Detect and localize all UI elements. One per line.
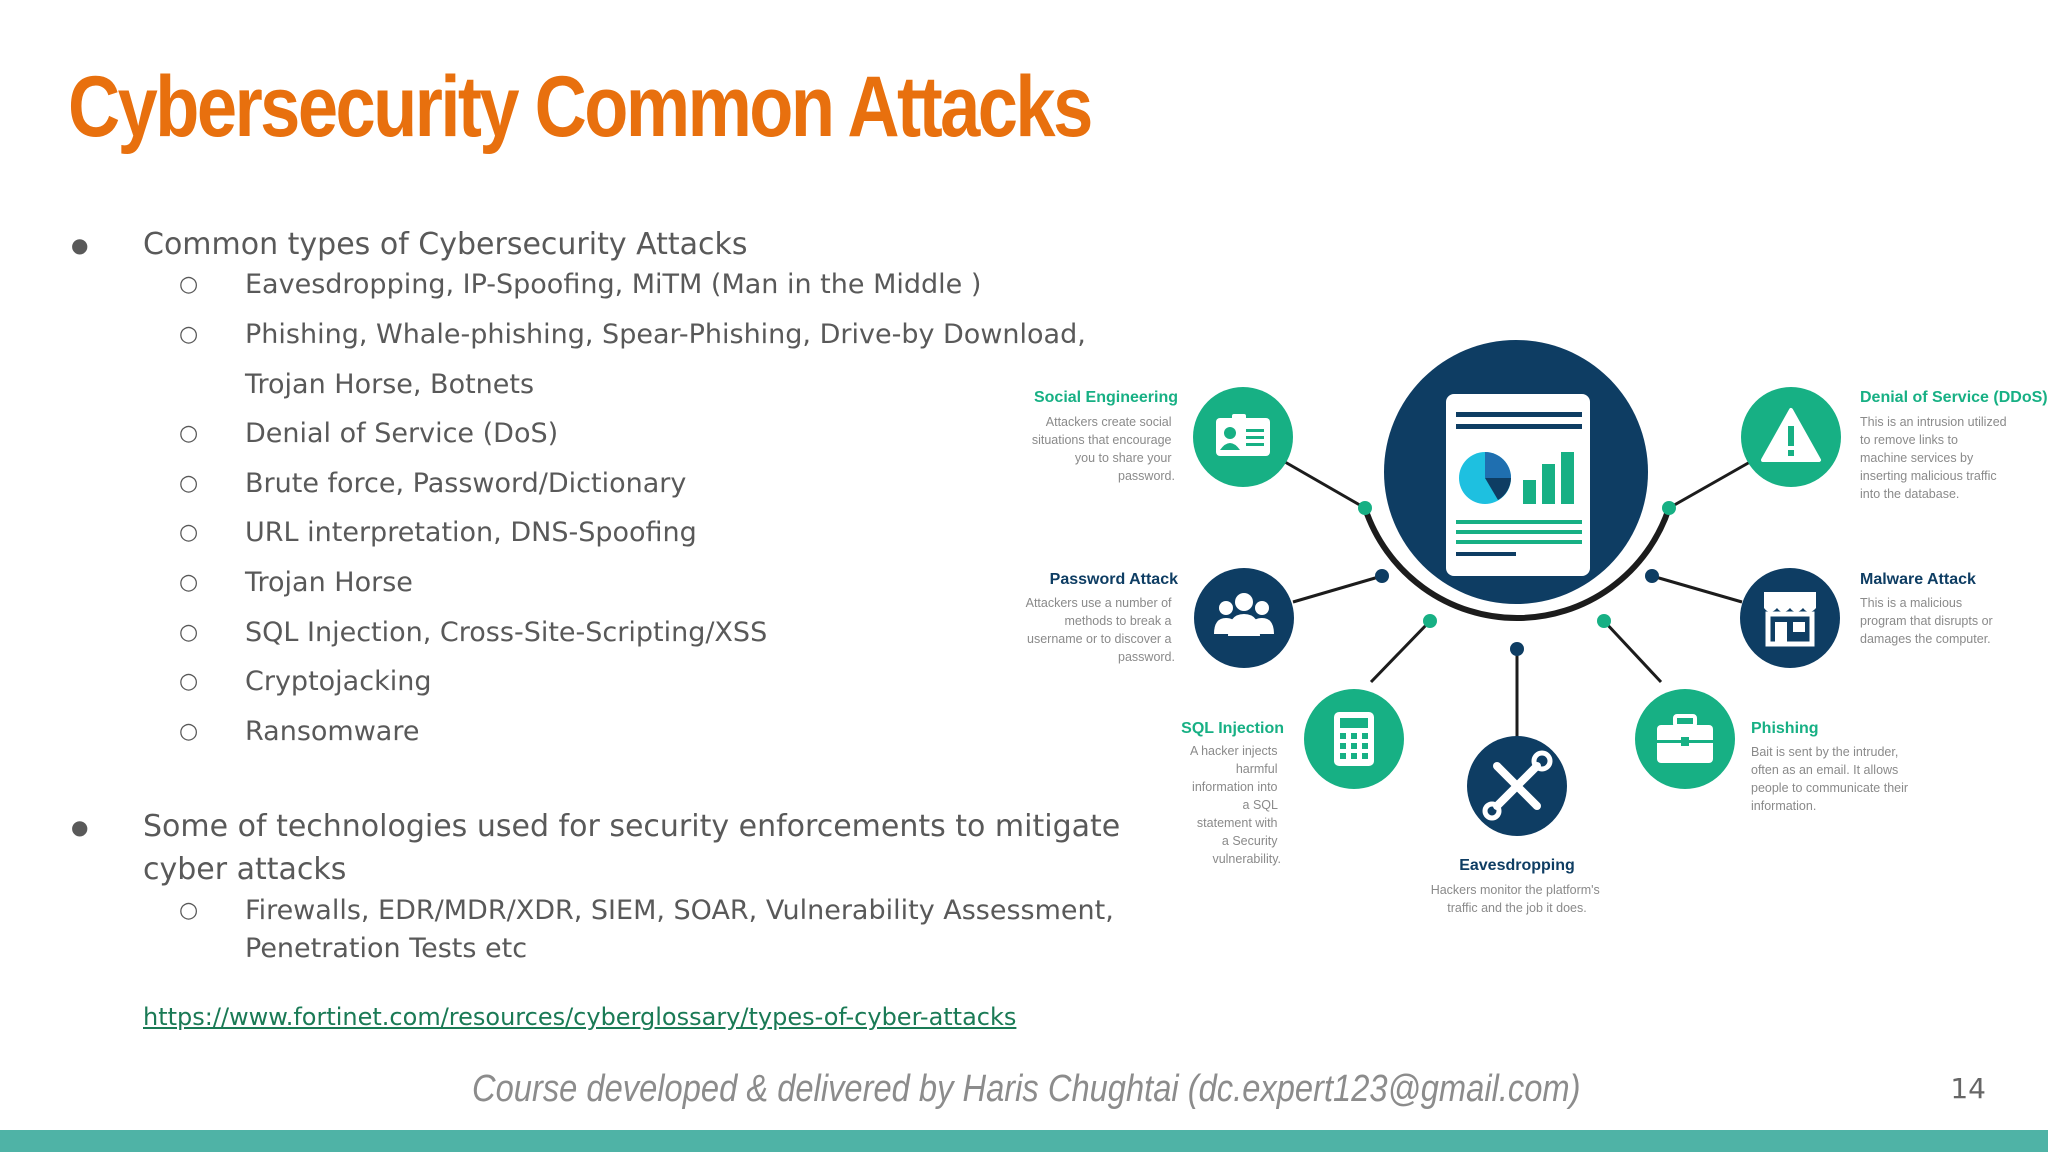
node-desc: Hackers monitor the platform's [1431, 883, 1600, 897]
footer-credit: Course developed & delivered by Haris Ch… [472, 1068, 1581, 1110]
node-desc: harmful [1236, 762, 1278, 776]
slide-title: Cybersecurity Common Attacks [68, 59, 1093, 155]
node-desc: Attackers use a number of [1026, 596, 1172, 610]
node-desc: A hacker injects [1190, 744, 1278, 758]
node-sql-injection: SQL Injection A hacker injects harmful i… [1181, 689, 1404, 866]
node-malware-attack: Malware Attack This is a malicious progr… [1740, 568, 1996, 668]
node-desc: to remove links to [1860, 433, 1958, 447]
node-desc: a SQL [1243, 798, 1278, 812]
node-desc: username or to discover a [1027, 632, 1172, 646]
node-desc: situations that encourage [1032, 433, 1172, 447]
calculator-icon [1334, 712, 1374, 766]
sub-bullet: SQL Injection, Cross-Site-Scripting/XSS [179, 614, 767, 652]
sub-bullet: Phishing, Whale-phishing, Spear-Phishing… [179, 316, 1086, 354]
sub-bullet: Ransomware [179, 713, 420, 751]
sub-bullet: Denial of Service (DoS) [179, 415, 558, 453]
node-eavesdropping: Eavesdropping Hackers monitor the platfo… [1431, 736, 1604, 915]
attacks-diagram: Social Engineering Attackers create soci… [1026, 340, 2048, 915]
node-title: SQL Injection [1181, 720, 1284, 737]
node-desc: methods to break a [1065, 614, 1172, 628]
svg-text:A hacker injects harmful: A hacker injects harmful information int… [1190, 744, 1281, 866]
node-title: Denial of Service (DDoS) [1860, 389, 2048, 406]
junction-dots [1358, 501, 1676, 656]
node-desc: password. [1118, 469, 1175, 483]
contact-card-icon [1216, 414, 1270, 456]
node-desc: This is a malicious [1860, 596, 1962, 610]
briefcase-icon [1657, 714, 1713, 763]
node-desc: often as an email. It allows [1751, 763, 1898, 777]
node-desc: vulnerability. [1212, 852, 1281, 866]
node-desc: information. [1751, 799, 1816, 813]
node-desc: Bait is sent by the intruder, [1751, 745, 1898, 759]
sub-bullet-continuation: Penetration Tests etc [245, 933, 528, 964]
svg-text:Hackers monitor the platform's: Hackers monitor the platform's traffic a… [1431, 883, 1604, 915]
node-desc: program that disrupts or [1860, 614, 1993, 628]
svg-text:Bait is sent by the intruder,: Bait is sent by the intruder, often as a… [1751, 745, 1912, 813]
node-phishing: Phishing Bait is sent by the intruder, o… [1635, 689, 1912, 813]
connector-lines [1284, 460, 1751, 748]
sub-bullet-continuation: Trojan Horse, Botnets [245, 369, 535, 400]
node-title: Password Attack [1050, 571, 1178, 588]
page-number: 14 [1950, 1072, 1986, 1105]
bullet-list: Common types of Cybersecurity Attacks Ea… [0, 0, 1120, 1000]
node-desc: This is an intrusion utilized [1860, 415, 2007, 429]
sub-bullet: Cryptojacking [179, 663, 432, 701]
bottom-accent-bar [0, 1130, 2048, 1152]
sub-bullet: Firewalls, EDR/MDR/XDR, SIEM, SOAR, Vuln… [179, 892, 1114, 930]
bullet-technologies-continuation: cyber attacks [143, 852, 347, 887]
node-desc: inserting malicious traffic [1860, 469, 1997, 483]
node-desc: statement with [1197, 816, 1278, 830]
sub-bullet: URL interpretation, DNS-Spoofing [179, 514, 697, 552]
node-desc: Attackers create social [1046, 415, 1172, 429]
svg-text:Attackers use a number of: Attackers use a number of methods to bre… [1026, 596, 1175, 664]
node-desc: information into [1192, 780, 1278, 794]
tools-icon [1482, 750, 1553, 821]
storefront-icon [1764, 592, 1816, 647]
node-desc: people to communicate their [1751, 781, 1908, 795]
svg-text:Attackers create social: Attackers create social situations that … [1032, 415, 1175, 483]
node-denial-of-service: Denial of Service (DDoS) This is an intr… [1741, 387, 2048, 501]
source-link[interactable]: https://www.fortinet.com/resources/cyber… [143, 1003, 1017, 1031]
users-group-icon [1214, 593, 1274, 636]
sub-bullet: Trojan Horse [179, 564, 413, 602]
node-desc: traffic and the job it does. [1447, 901, 1586, 915]
warning-icon [1761, 408, 1821, 462]
node-social-engineering: Social Engineering Attackers create soci… [1032, 387, 1293, 487]
node-desc: machine services by [1860, 451, 1974, 465]
bullet-technologies: Some of technologies used for security e… [71, 806, 1120, 848]
bullet-attacks: Common types of Cybersecurity Attacks [71, 224, 747, 266]
node-desc: into the database. [1860, 487, 1959, 501]
sub-bullet: Brute force, Password/Dictionary [179, 465, 686, 503]
node-title: Social Engineering [1034, 389, 1178, 406]
node-desc: a Security [1222, 834, 1278, 848]
node-password-attack: Password Attack Attackers use a number o… [1026, 568, 1294, 668]
sub-bullet: Eavesdropping, IP-Spoofing, MiTM (Man in… [179, 266, 981, 304]
node-title: Phishing [1751, 720, 1819, 737]
node-title: Eavesdropping [1459, 857, 1575, 874]
node-title: Malware Attack [1860, 571, 1976, 588]
svg-text:This is a malicious prog: This is a malicious program that disrupt… [1860, 596, 1996, 646]
report-document-icon [1384, 340, 1648, 604]
svg-text:This is an intrusion utilized: This is an intrusion utilized to remove … [1860, 415, 2010, 501]
node-desc: you to share your [1075, 451, 1172, 465]
node-desc: password. [1118, 650, 1175, 664]
node-desc: damages the computer. [1860, 632, 1991, 646]
